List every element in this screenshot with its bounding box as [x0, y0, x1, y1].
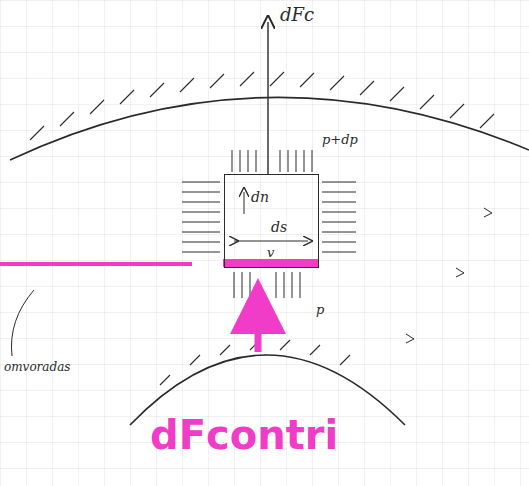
annotation-label: p+dp [322, 132, 358, 147]
element-symbol: v [267, 245, 274, 260]
annotation-label: omvoradas [4, 360, 71, 374]
annotation-label: p [316, 302, 324, 317]
annotation-label: dFc [280, 4, 314, 25]
fluid-element: dnds v [224, 174, 319, 268]
element-symbol: ds [271, 219, 287, 235]
element-symbol: dn [251, 189, 269, 205]
highlight-label: dFcontri [150, 412, 338, 458]
